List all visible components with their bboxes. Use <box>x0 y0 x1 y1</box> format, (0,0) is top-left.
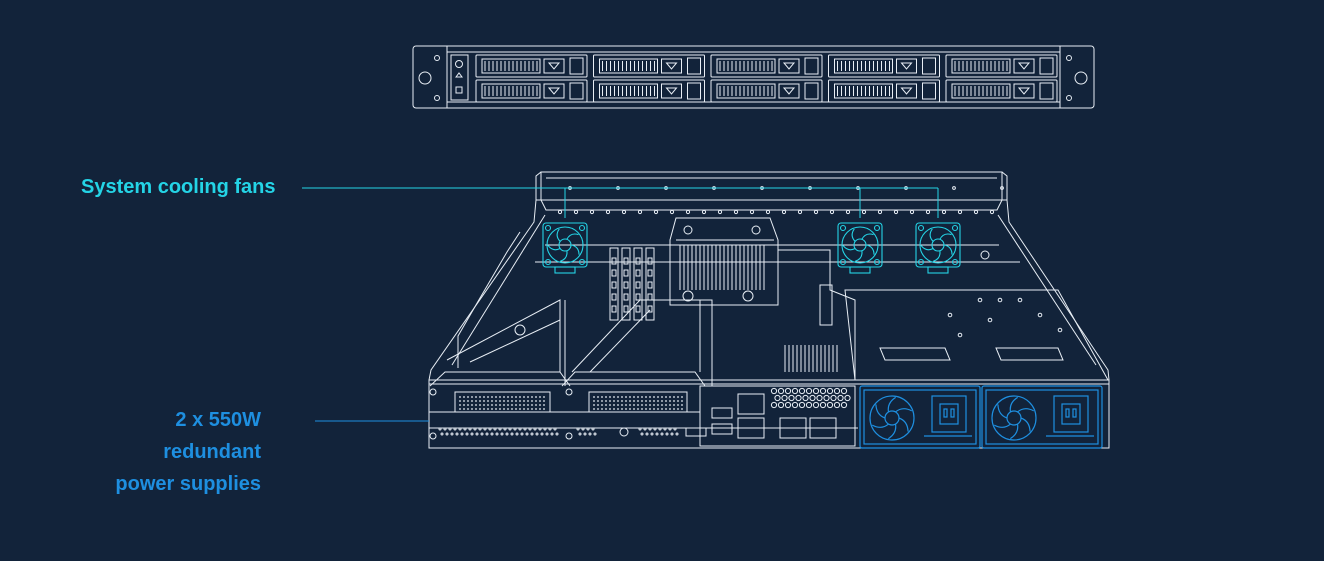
drive-bay[interactable] <box>593 54 705 78</box>
cpu-heatsink <box>669 217 779 306</box>
ac-inlet <box>1053 395 1089 433</box>
drive-latch <box>1013 83 1035 99</box>
fans-callout-lines <box>302 187 939 218</box>
drive-latch-icon <box>547 62 561 70</box>
power-supply <box>859 385 981 449</box>
usb-c-port <box>685 427 707 437</box>
rj45-port-2 <box>737 417 765 439</box>
chassis <box>428 171 1110 449</box>
drive-latch-icon <box>900 62 913 70</box>
rj45-port-1 <box>737 393 765 415</box>
drive-latch-icon <box>665 62 678 70</box>
dimm-slot <box>633 247 643 321</box>
psu-cage <box>844 289 1109 381</box>
drive-latch-icon <box>782 87 796 95</box>
drive-latch <box>896 83 917 99</box>
drive-latch-icon <box>900 87 913 95</box>
psu-label-line-3: power supplies <box>115 473 261 495</box>
drive-latch-icon <box>547 87 561 95</box>
cooling-fan <box>837 222 883 274</box>
front-panel <box>412 45 1095 109</box>
dimm-slot <box>645 247 655 321</box>
rack-ear-hole-left <box>418 71 432 85</box>
system-cooling-fans <box>542 222 961 274</box>
pcie-slot-grille-left <box>454 391 551 413</box>
drive-latch <box>661 83 682 99</box>
usb-port-1 <box>711 407 733 419</box>
drive-bay[interactable] <box>828 79 940 103</box>
drive-latch <box>778 83 800 99</box>
psu-label-line-1: 2 x 550W <box>175 409 261 431</box>
drive-bay[interactable] <box>945 54 1058 78</box>
drive-bay[interactable] <box>945 79 1058 103</box>
drive-latch <box>661 58 682 74</box>
drive-bay[interactable] <box>475 79 588 103</box>
drive-bay[interactable] <box>828 54 940 78</box>
pcie-slot-grille-right <box>588 391 688 413</box>
drive-latch <box>543 58 565 74</box>
usb-port-2 <box>711 423 733 435</box>
cooling-fan <box>542 222 588 274</box>
power-supplies-label: 2 x 550W redundant power supplies <box>115 404 261 500</box>
sfp-port-2 <box>809 417 837 439</box>
drive-latch-icon <box>1017 62 1031 70</box>
power-supply <box>981 385 1103 449</box>
ac-inlet <box>931 395 967 433</box>
drive-latch <box>543 83 565 99</box>
sfp-port-1 <box>779 417 807 439</box>
drive-bays <box>475 54 1058 103</box>
drive-latch <box>896 58 917 74</box>
redundant-power-supplies <box>859 385 1103 449</box>
drive-bay[interactable] <box>593 79 705 103</box>
drive-latch-icon <box>1017 87 1031 95</box>
drive-bay[interactable] <box>710 79 823 103</box>
dimm-slot <box>621 247 631 321</box>
drive-latch-icon <box>665 87 678 95</box>
drive-bay[interactable] <box>710 54 823 78</box>
cooling-fan <box>915 222 961 274</box>
drive-latch <box>778 58 800 74</box>
rack-ear-hole-right <box>1074 71 1088 85</box>
drive-latch <box>1013 58 1035 74</box>
psu-label-line-2: redundant <box>163 441 261 463</box>
dimm-slot <box>609 247 619 321</box>
drive-latch-icon <box>782 62 796 70</box>
system-cooling-fans-label: System cooling fans <box>81 176 276 198</box>
drive-bay[interactable] <box>475 54 588 78</box>
